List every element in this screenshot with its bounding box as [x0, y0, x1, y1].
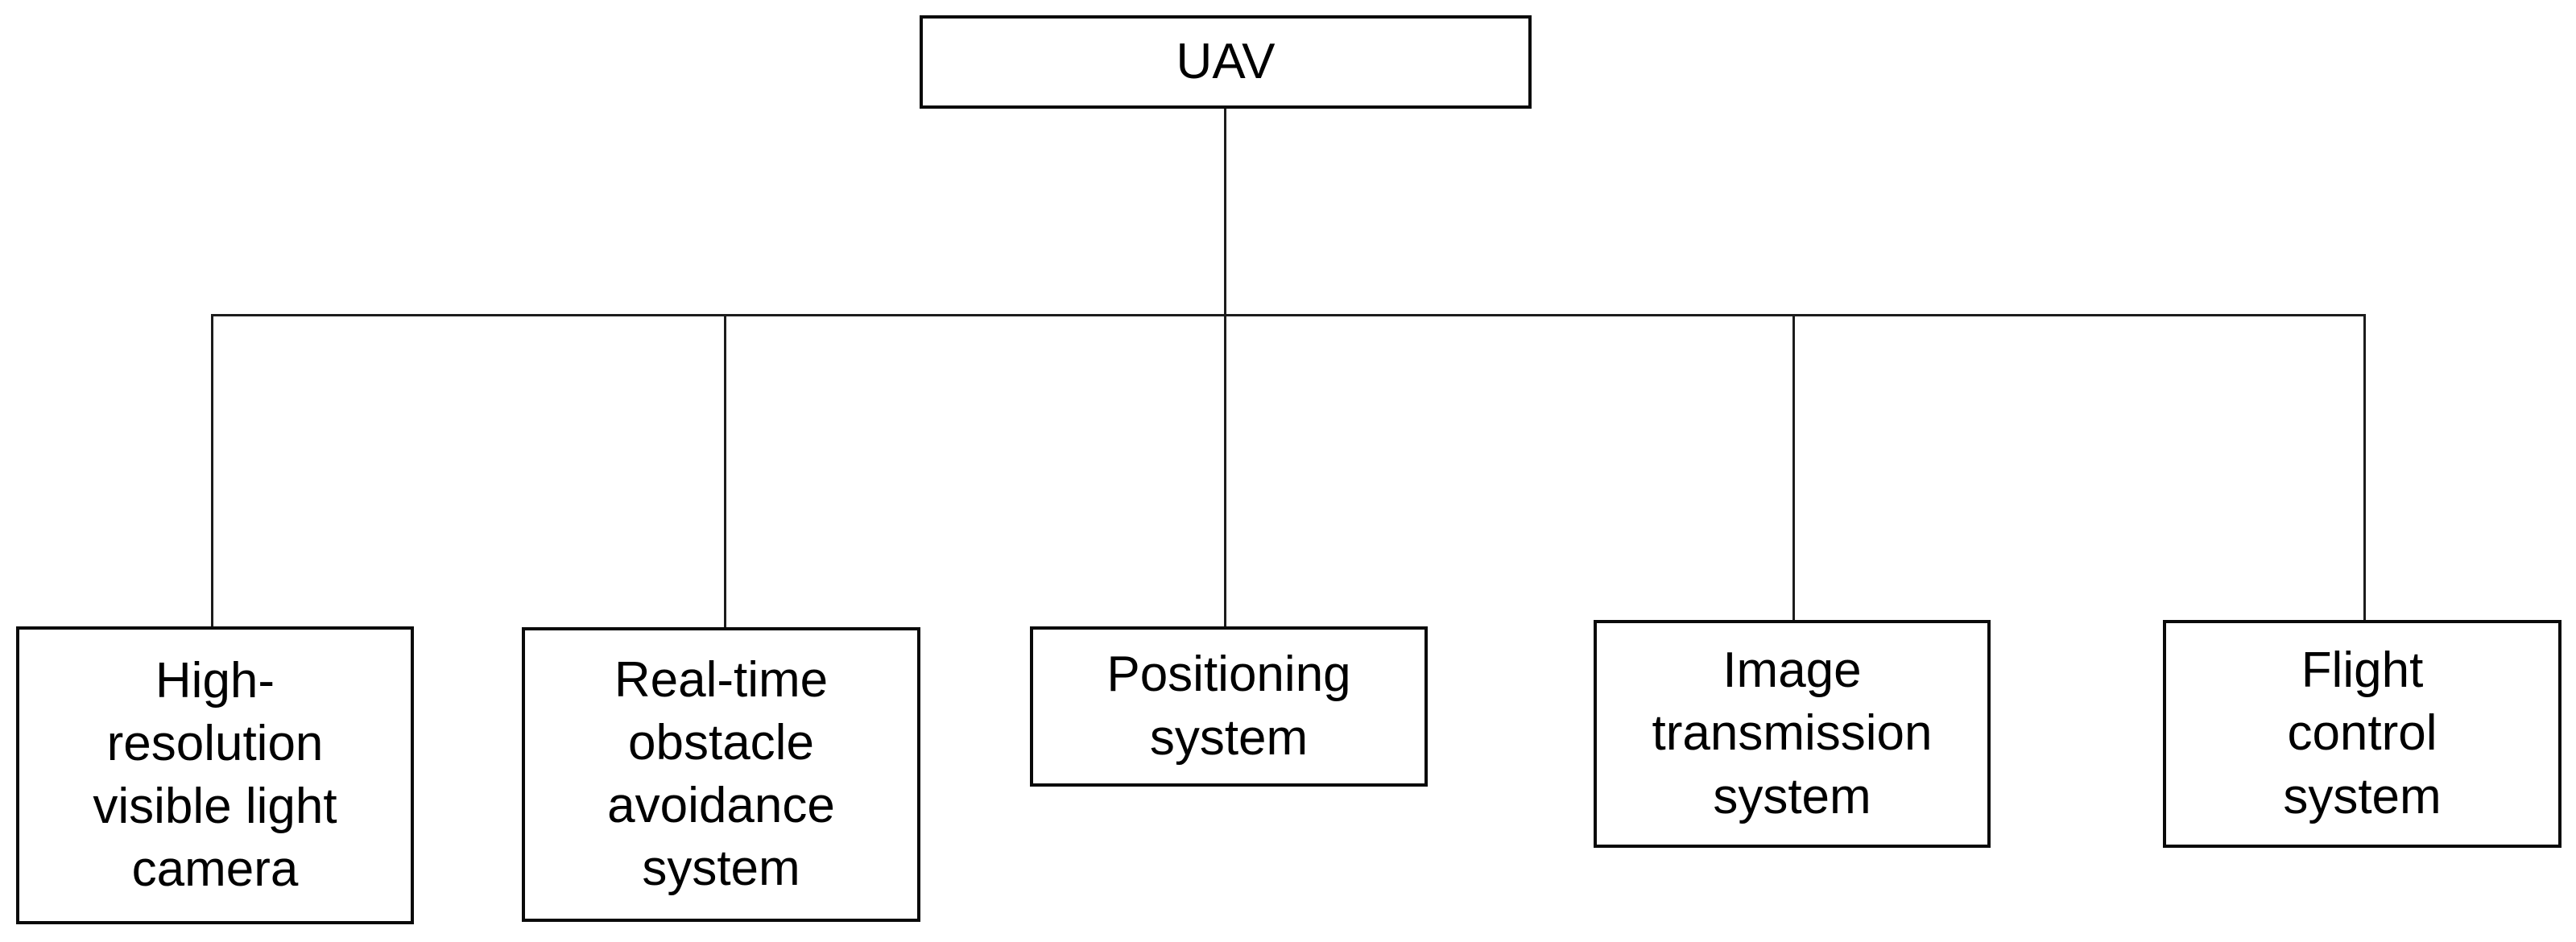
connector-drop-camera [211, 314, 213, 626]
connector-horizontal-bus [211, 314, 2366, 316]
node-positioning-system: Positioning system [1030, 626, 1428, 787]
node-real-time-obstacle-avoidance-system: Real-time obstacle avoidance system [522, 627, 920, 922]
node-high-resolution-visible-light-camera: High- resolution visible light camera [16, 626, 414, 924]
node-camera-label: High- resolution visible light camera [93, 652, 337, 898]
node-uav: UAV [920, 15, 1532, 109]
node-flight-control-system: Flight control system [2163, 620, 2562, 848]
connector-drop-image-transmission [1792, 314, 1795, 620]
connector-trunk-vertical [1224, 109, 1226, 626]
node-image-transmission-label: Image transmission system [1652, 642, 1933, 824]
connector-drop-obstacle-avoidance [724, 314, 726, 627]
node-uav-label: UAV [1176, 33, 1276, 89]
node-flight-control-label: Flight control system [2283, 642, 2442, 824]
node-obstacle-avoidance-label: Real-time obstacle avoidance system [607, 651, 835, 897]
connector-drop-flight-control [2363, 314, 2366, 620]
node-positioning-label: Positioning system [1106, 647, 1351, 766]
node-image-transmission-system: Image transmission system [1594, 620, 1991, 848]
